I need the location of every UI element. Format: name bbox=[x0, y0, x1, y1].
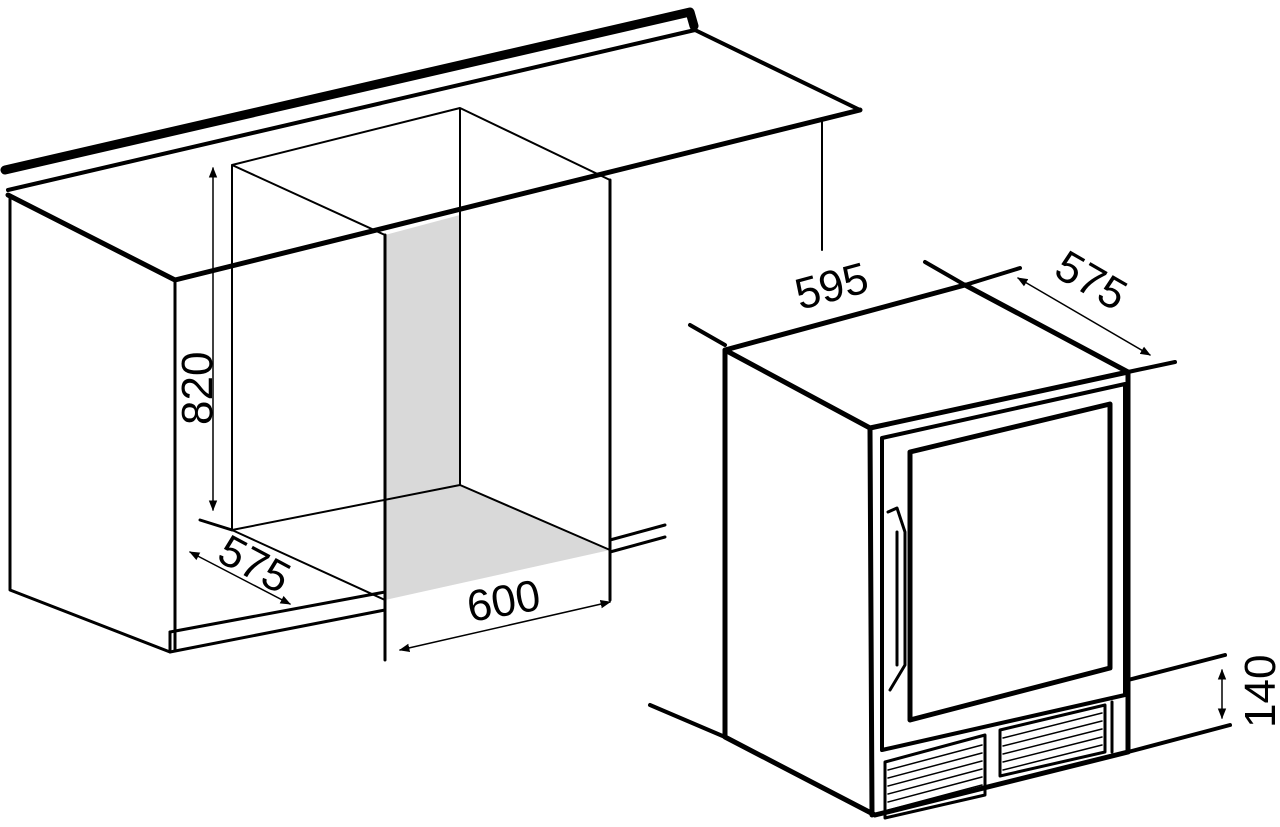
label-niche-width: 600 bbox=[463, 571, 544, 632]
label-appliance-width: 595 bbox=[790, 253, 874, 319]
label-plinth-height: 140 bbox=[1236, 655, 1280, 728]
label-appliance-depth: 575 bbox=[1047, 241, 1135, 320]
wine-cooler bbox=[722, 282, 1131, 820]
dimension-lines bbox=[189, 119, 1232, 754]
vent-grilles bbox=[883, 700, 1114, 820]
door bbox=[880, 382, 1127, 752]
glass-panel bbox=[907, 401, 1113, 723]
label-niche-depth: 575 bbox=[210, 526, 298, 604]
door-handle bbox=[886, 506, 907, 692]
label-niche-height: 820 bbox=[173, 352, 222, 425]
kitchen-cabinet bbox=[0, 7, 863, 662]
niche-shade bbox=[385, 215, 610, 600]
